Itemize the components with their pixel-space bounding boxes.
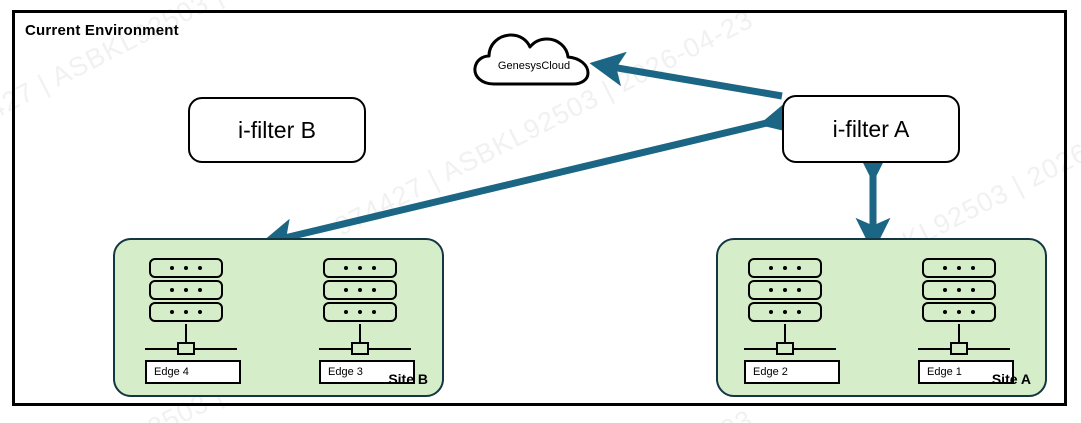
server-unit xyxy=(748,302,822,322)
server-unit xyxy=(149,258,223,278)
server-unit xyxy=(922,302,996,322)
cloud-icon xyxy=(473,33,590,86)
server-dot xyxy=(184,288,188,292)
server-dot xyxy=(184,266,188,270)
server-dot xyxy=(358,288,362,292)
server-node[interactable]: Edge 3 xyxy=(319,258,415,384)
server-dot xyxy=(198,288,202,292)
server-node[interactable]: Edge 1 xyxy=(918,258,1014,384)
server-unit xyxy=(149,302,223,322)
server-stack-icon xyxy=(323,258,397,324)
server-unit xyxy=(748,258,822,278)
server-dot xyxy=(943,266,947,270)
edge-label-box[interactable]: Edge 4 xyxy=(145,360,241,384)
server-dot xyxy=(783,288,787,292)
server-dot xyxy=(797,310,801,314)
site-a-container[interactable]: Edge 2 xyxy=(716,238,1047,397)
server-node[interactable]: Edge 2 xyxy=(744,258,840,384)
server-dot xyxy=(957,288,961,292)
server-dot xyxy=(198,266,202,270)
edge-label-text: Edge 2 xyxy=(753,366,788,378)
edge-label-text: Edge 3 xyxy=(328,366,363,378)
server-dot xyxy=(170,310,174,314)
server-connector-icon xyxy=(351,342,369,355)
server-stem xyxy=(958,324,960,342)
server-dot xyxy=(170,288,174,292)
page-title: Current Environment xyxy=(25,22,179,39)
server-stem xyxy=(185,324,187,342)
server-dot xyxy=(372,288,376,292)
server-dot xyxy=(797,288,801,292)
edge-label-text: Edge 4 xyxy=(154,366,189,378)
server-dot xyxy=(184,310,188,314)
ifilter-b-box[interactable]: i-filter B xyxy=(188,97,366,163)
server-dot xyxy=(957,266,961,270)
server-connector-icon xyxy=(950,342,968,355)
edge-label-box[interactable]: Edge 1 xyxy=(918,360,1014,384)
server-dot xyxy=(769,266,773,270)
server-unit xyxy=(323,280,397,300)
server-node[interactable]: Edge 4 xyxy=(145,258,241,384)
edge-label-box[interactable]: Edge 3 xyxy=(319,360,415,384)
environment-frame xyxy=(12,10,1067,406)
ifilter-b-label: i-filter B xyxy=(238,116,316,143)
server-unit xyxy=(922,258,996,278)
ifilter-a-label: i-filter A xyxy=(832,115,910,142)
server-stack-icon xyxy=(149,258,223,324)
server-dot xyxy=(344,266,348,270)
server-unit xyxy=(922,280,996,300)
server-unit xyxy=(149,280,223,300)
server-dot xyxy=(971,310,975,314)
server-dot xyxy=(943,288,947,292)
server-stem xyxy=(359,324,361,342)
server-dot xyxy=(783,266,787,270)
server-stack-icon xyxy=(748,258,822,324)
server-unit xyxy=(323,302,397,322)
server-dot xyxy=(971,288,975,292)
ifilter-a-box[interactable]: i-filter A xyxy=(782,95,960,163)
server-dot xyxy=(372,266,376,270)
server-dot xyxy=(769,310,773,314)
server-dot xyxy=(170,266,174,270)
server-stem xyxy=(784,324,786,342)
server-dot xyxy=(769,288,773,292)
site-a-label: Site A xyxy=(991,371,1031,387)
cloud-label: GenesysCloud xyxy=(497,60,571,72)
server-dot xyxy=(198,310,202,314)
server-dot xyxy=(344,288,348,292)
server-dot xyxy=(957,310,961,314)
server-dot xyxy=(783,310,787,314)
server-dot xyxy=(344,310,348,314)
site-b-label: Site B xyxy=(388,371,428,387)
edge-label-box[interactable]: Edge 2 xyxy=(744,360,840,384)
server-connector-icon xyxy=(776,342,794,355)
server-unit xyxy=(323,258,397,278)
server-unit xyxy=(748,280,822,300)
watermark-text: 974427 | ASBKL92503 | 2026-04-23 xyxy=(330,404,758,423)
site-b-container[interactable]: Edge 4 xyxy=(113,238,444,397)
server-dot xyxy=(358,266,362,270)
server-dot xyxy=(797,266,801,270)
server-connector-icon xyxy=(177,342,195,355)
server-dot xyxy=(358,310,362,314)
edge-label-text: Edge 1 xyxy=(927,366,962,378)
server-dot xyxy=(971,266,975,270)
server-dot xyxy=(943,310,947,314)
server-stack-icon xyxy=(922,258,996,324)
server-dot xyxy=(372,310,376,314)
